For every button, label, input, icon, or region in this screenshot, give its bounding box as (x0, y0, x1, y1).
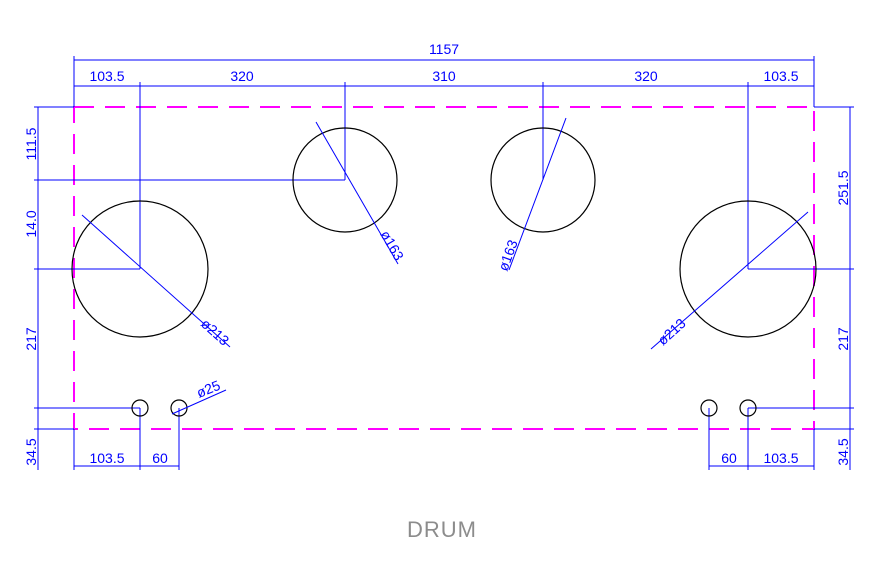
small-right-hole-label: ø163 (495, 237, 521, 273)
bottom-right-dimensions: 60 103.5 (708, 408, 815, 470)
large-right-hole (679, 200, 817, 338)
tiny-hole-3 (700, 399, 718, 417)
tiny-hole-4 (739, 399, 757, 417)
top-seg1-label: 103.5 (89, 68, 124, 84)
bottom-right-dim2-label: 103.5 (763, 450, 798, 466)
small-left-hole (292, 127, 398, 233)
left-dim4-label: 34.5 (23, 438, 39, 465)
top-seg3-label: 310 (432, 68, 456, 84)
top-seg2-label: 320 (230, 68, 254, 84)
panel-outline (73, 106, 815, 430)
large-left-hole (71, 200, 209, 338)
left-dim2-label: 14.0 (23, 210, 39, 237)
drawing-caption: DRUM (407, 517, 477, 542)
overall-width-label: 1157 (429, 41, 459, 57)
tiny-hole-label: ø25 (194, 377, 223, 401)
tiny-hole-2 (170, 399, 188, 417)
top-seg5-label: 103.5 (763, 68, 798, 84)
small-left-hole-label: ø163 (377, 228, 407, 264)
small-right-hole (490, 127, 596, 233)
large-left-hole-label: ø213 (198, 315, 233, 348)
left-dimensions: 111.5 14.0 217 34.5 (23, 106, 345, 470)
right-dim3-label: 34.5 (835, 438, 851, 465)
bottom-left-dim2-label: 60 (152, 450, 168, 466)
top-dimensions: 1157 103.5 320 310 320 103.5 (73, 41, 815, 269)
tiny-hole-1 (131, 399, 149, 417)
left-dim3-label: 217 (23, 327, 39, 351)
right-dim1-label: 251.5 (835, 170, 851, 205)
bottom-left-dimensions: 103.5 60 (73, 408, 180, 470)
bottom-right-dim1-label: 60 (721, 450, 737, 466)
top-seg4-label: 320 (634, 68, 658, 84)
right-dimensions: 251.5 217 34.5 (748, 106, 854, 470)
left-dim1-label: 111.5 (23, 127, 39, 160)
right-dim2-label: 217 (835, 327, 851, 351)
bottom-left-dim1-label: 103.5 (89, 450, 124, 466)
